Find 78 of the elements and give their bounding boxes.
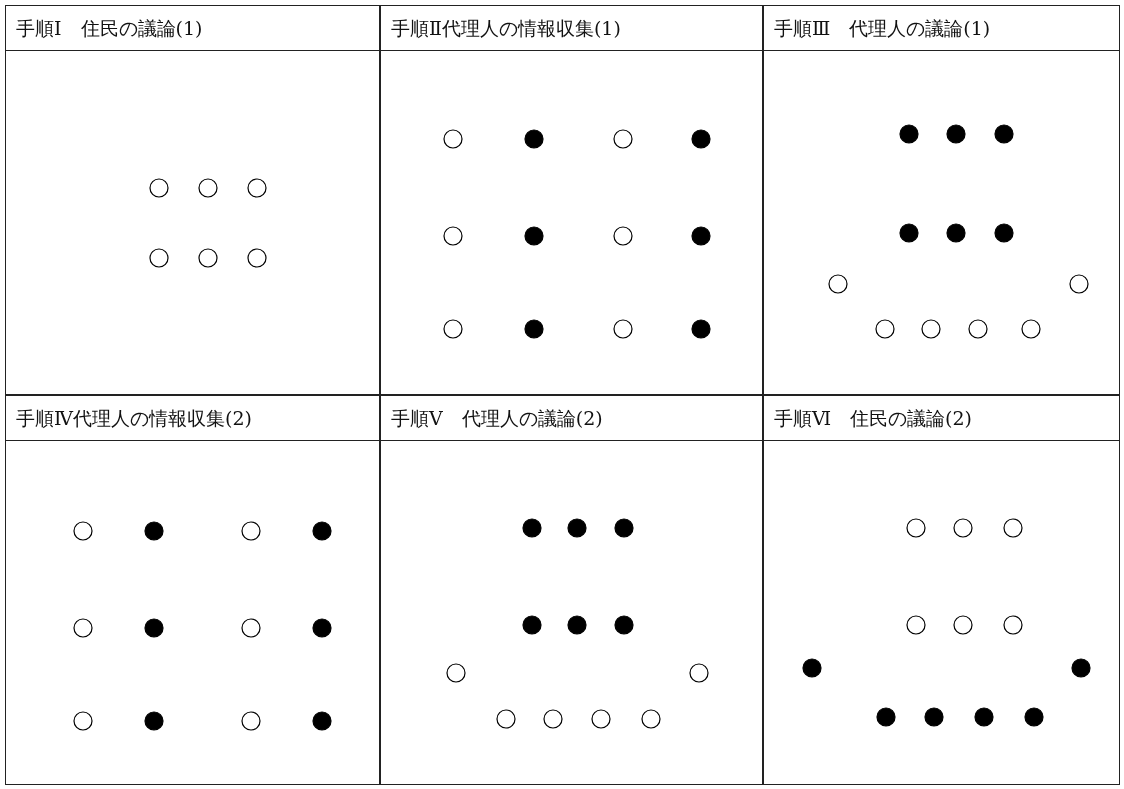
filled-circle [691,129,711,149]
hollow-circle [906,615,926,635]
hollow-circle [198,248,218,268]
hollow-circle [906,518,926,538]
hollow-circle [641,709,661,729]
hollow-circle [968,319,988,339]
hollow-circle [828,274,848,294]
hollow-circle [613,226,633,246]
hollow-circle [443,226,463,246]
panel-heading: 手順Ⅳ代理人の情報収集(2) [16,406,252,431]
panel-heading: 手順Ⅲ 代理人の議論(1) [774,16,991,41]
filled-circle [522,615,542,635]
hollow-circle [73,618,93,638]
filled-circle [567,518,587,538]
hollow-circle [198,178,218,198]
filled-circle [994,124,1014,144]
filled-circle [144,521,164,541]
filled-circle [974,707,994,727]
panel [763,395,1120,785]
filled-circle [524,129,544,149]
hollow-circle [241,618,261,638]
filled-circle [567,615,587,635]
filled-circle [144,711,164,731]
filled-circle [946,124,966,144]
hollow-circle [953,615,973,635]
filled-circle [524,319,544,339]
hollow-circle [149,248,169,268]
filled-circle [1024,707,1044,727]
hollow-circle [1003,615,1023,635]
filled-circle [691,226,711,246]
hollow-circle [241,711,261,731]
filled-circle [614,518,634,538]
hollow-circle [591,709,611,729]
hollow-circle [443,319,463,339]
filled-circle [946,223,966,243]
filled-circle [144,618,164,638]
hollow-circle [446,663,466,683]
filled-circle [522,518,542,538]
panel-heading: 手順Ⅵ 住民の議論(2) [774,406,973,431]
filled-circle [312,711,332,731]
filled-circle [899,223,919,243]
hollow-circle [241,521,261,541]
hollow-circle [953,518,973,538]
hollow-circle [73,711,93,731]
hollow-circle [689,663,709,683]
panel-heading: 手順Ⅰ 住民の議論(1) [16,16,203,41]
hollow-circle [1003,518,1023,538]
panel [5,5,380,395]
panel [763,5,1120,395]
filled-circle [614,615,634,635]
hollow-circle [1021,319,1041,339]
hollow-circle [613,319,633,339]
hollow-circle [496,709,516,729]
hollow-circle [613,129,633,149]
hollow-circle [543,709,563,729]
hollow-circle [1069,274,1089,294]
filled-circle [312,618,332,638]
filled-circle [312,521,332,541]
hollow-circle [875,319,895,339]
hollow-circle [921,319,941,339]
panel [380,395,763,785]
filled-circle [691,319,711,339]
panel [5,395,380,785]
panel-heading: 手順Ⅱ代理人の情報収集(1) [391,16,621,41]
hollow-circle [443,129,463,149]
hollow-circle [247,178,267,198]
hollow-circle [247,248,267,268]
filled-circle [994,223,1014,243]
filled-circle [524,226,544,246]
filled-circle [802,658,822,678]
panel-heading: 手順Ⅴ 代理人の議論(2) [391,406,603,431]
hollow-circle [73,521,93,541]
filled-circle [899,124,919,144]
filled-circle [1071,658,1091,678]
hollow-circle [149,178,169,198]
panel [380,5,763,395]
filled-circle [876,707,896,727]
filled-circle [924,707,944,727]
